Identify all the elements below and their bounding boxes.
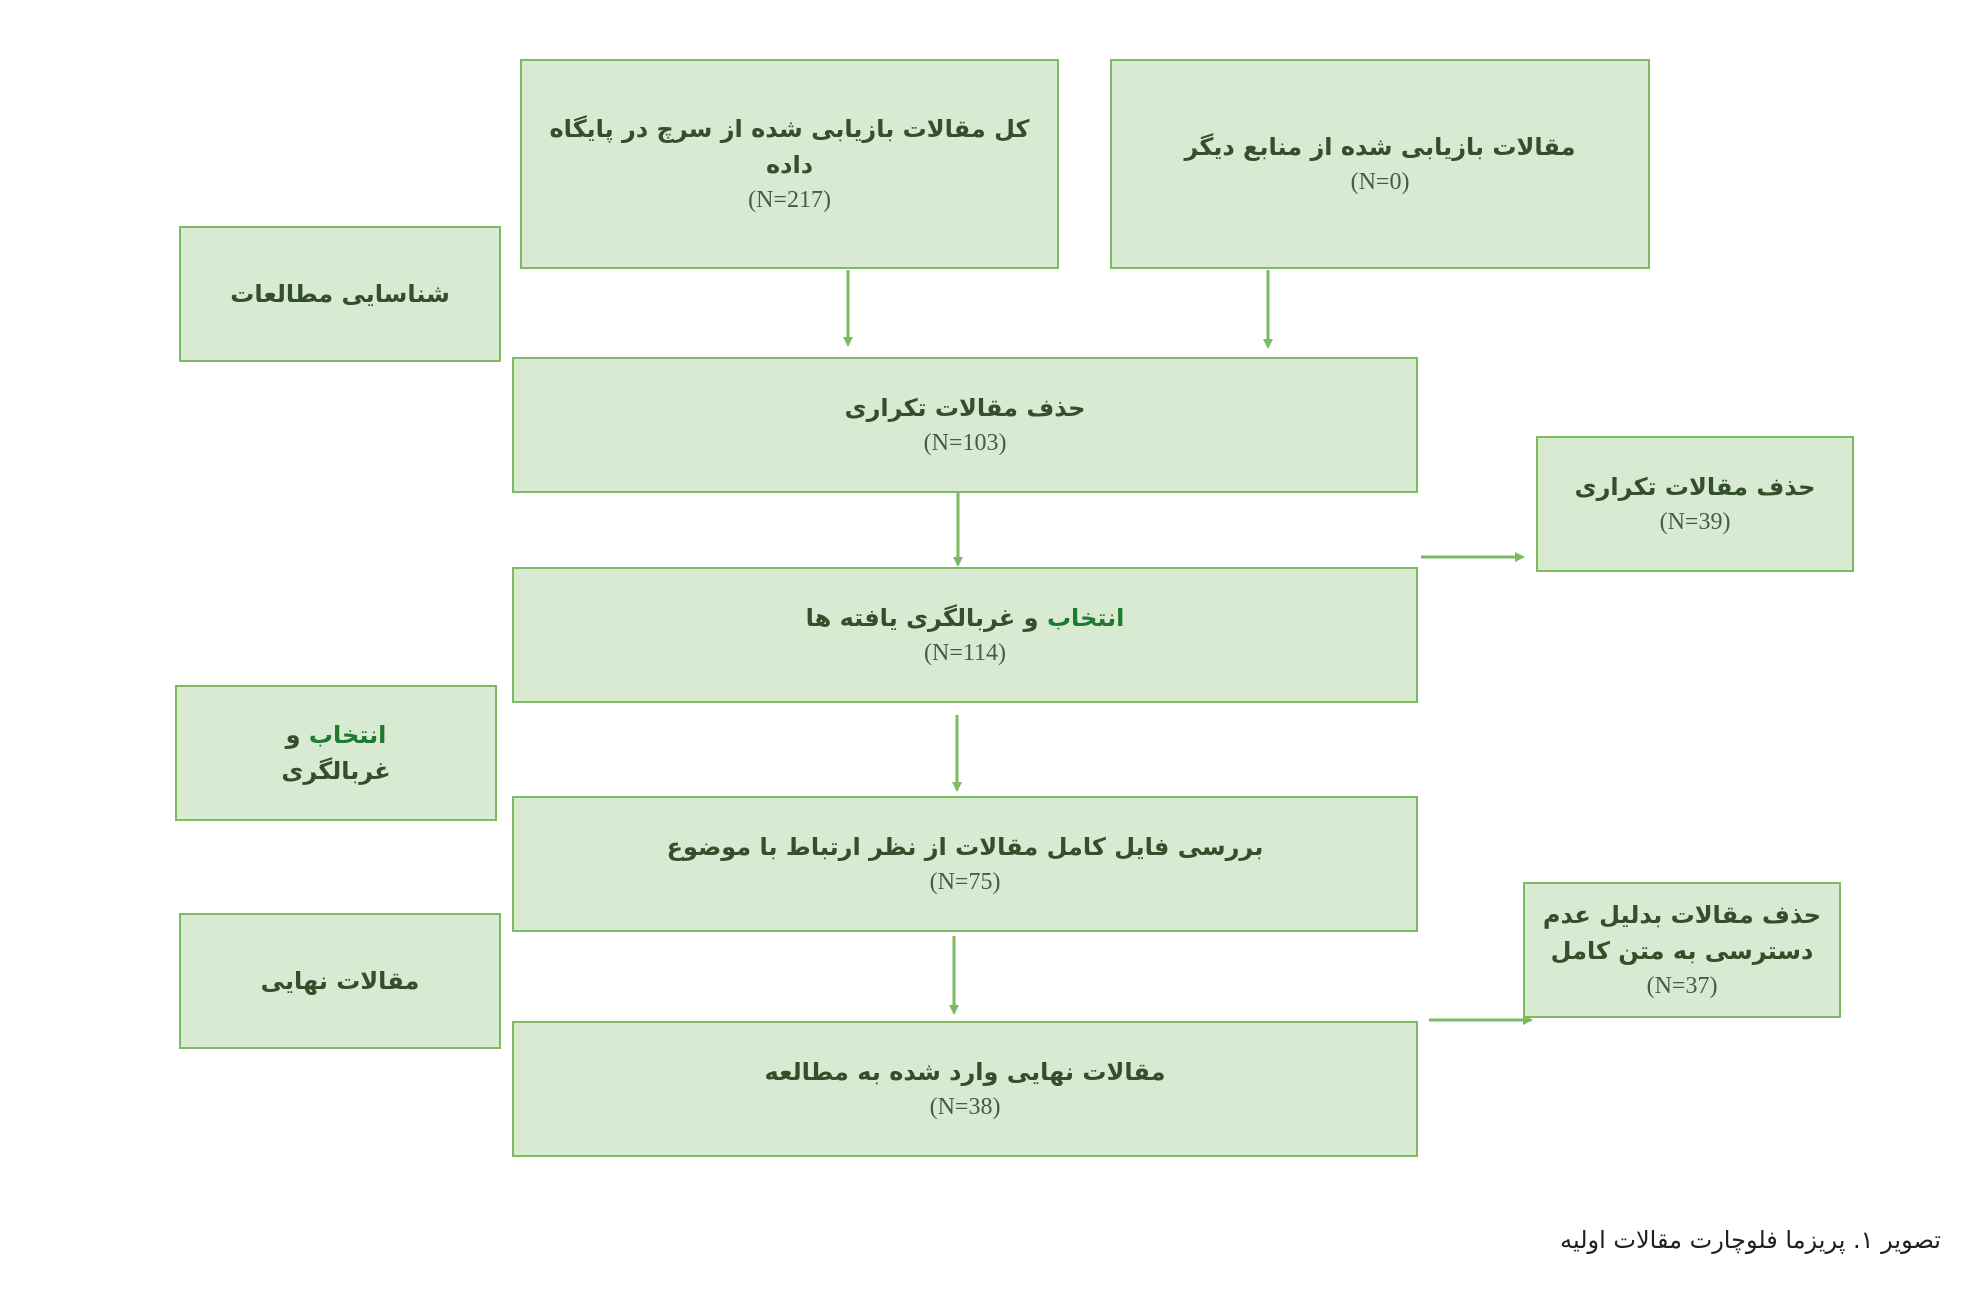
fulltext-review-title: بررسی فایل کامل مقالات از نظر ارتباط با …: [666, 833, 1264, 861]
stage-included-label: مقالات نهایی: [260, 967, 420, 995]
other-sources-box: مقالات بازیابی شده از منابع دیگر (N=0): [1110, 59, 1650, 269]
stage-identification-label: شناسایی مطالعات: [230, 280, 450, 308]
stage-screening-and: و: [285, 721, 301, 749]
screening-title: انتخاب و غربالگری یافته ها: [806, 600, 1125, 636]
db-search-count: (N=217): [748, 187, 831, 213]
remove-duplicates-title: حذف مقالات تکراری: [844, 394, 1086, 422]
stage-included: مقالات نهایی: [179, 913, 501, 1049]
remove-duplicates-count: (N=103): [923, 430, 1007, 456]
duplicates-removed-title: حذف مقالات تکراری: [1574, 473, 1816, 501]
fulltext-excluded-box: حذف مقالات بدلیل عدم دسترسی به متن کامل …: [1523, 882, 1841, 1018]
duplicates-removed-count: (N=39): [1659, 509, 1731, 535]
screening-box: انتخاب و غربالگری یافته ها (N=114): [512, 567, 1418, 703]
figure-caption: تصویر ۱. پریزما فلوچارت مقالات اولیه: [1560, 1226, 1941, 1254]
stage-screening-highlight: انتخاب: [308, 721, 387, 749]
fulltext-excluded-line2: دسترسی به متن کامل: [1550, 937, 1814, 965]
other-sources-title: مقالات بازیابی شده از منابع دیگر: [1184, 133, 1576, 161]
fulltext-review-count: (N=75): [929, 869, 1001, 895]
included-title: مقالات نهایی وارد شده به مطالعه: [764, 1058, 1166, 1086]
included-count: (N=38): [929, 1094, 1001, 1120]
remove-duplicates-box: حذف مقالات تکراری (N=103): [512, 357, 1418, 493]
stage-screening-line1: انتخاب و: [286, 717, 387, 753]
screening-count: (N=114): [924, 640, 1006, 666]
included-box: مقالات نهایی وارد شده به مطالعه (N=38): [512, 1021, 1418, 1157]
screening-title-rest: و غربالگری یافته ها: [805, 604, 1039, 632]
duplicates-removed-box: حذف مقالات تکراری (N=39): [1536, 436, 1854, 572]
stage-screening: انتخاب و غربالگری: [175, 685, 497, 821]
fulltext-excluded-line1: حذف مقالات بدلیل عدم: [1542, 901, 1822, 929]
other-sources-count: (N=0): [1350, 169, 1410, 195]
stage-screening-line2: غربالگری: [281, 757, 391, 785]
stage-identification: شناسایی مطالعات: [179, 226, 501, 362]
fulltext-excluded-count: (N=37): [1646, 973, 1718, 999]
screening-title-highlight: انتخاب: [1046, 604, 1125, 632]
fulltext-review-box: بررسی فایل کامل مقالات از نظر ارتباط با …: [512, 796, 1418, 932]
db-search-title: کل مقالات بازیابی شده از سرچ در پایگاه د…: [549, 115, 1030, 179]
db-search-box: کل مقالات بازیابی شده از سرچ در پایگاه د…: [520, 59, 1059, 269]
